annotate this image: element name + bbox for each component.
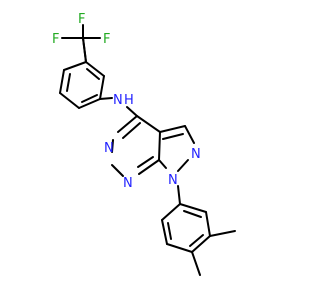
aryl-ring-top [59,61,105,109]
ring-bond [117,115,138,133]
ring-bond [158,159,167,169]
molecule-structure: F F F N H N N N N [52,12,236,276]
bond-aryl-nh [99,97,113,100]
bond-ring-cf3 [82,37,87,63]
ring-bond [158,131,161,161]
fluorine-label: F [78,12,85,27]
ring-bond [161,203,181,221]
ring-inner-bond [81,94,98,103]
ring-inner-bond [189,234,204,247]
ring-inner-bond [162,133,184,140]
ring-inner-bond [167,222,172,240]
methyl-bond [191,251,201,276]
ring-bond [111,139,114,153]
ring-bond [138,159,160,175]
ring-inner-bond [122,122,141,139]
ring-bond [159,125,186,133]
ring-bond [63,61,87,71]
ring-bond [205,211,211,237]
ring-bond [161,219,168,245]
fluorine-label: F [52,32,59,47]
ring-bond [59,92,80,109]
ring-bond [111,164,124,177]
ring-bond [78,98,101,109]
amine-hydrogen-label: H [124,93,134,108]
pyrazole-nitrogen-label: N [191,147,201,162]
aryl-ring-bottom [161,203,236,276]
ring-bond [179,203,207,213]
pyrimidine-nitrogen-label: N [123,176,133,191]
ring-inner-bond [66,73,71,92]
bond-n1-aryl [177,185,181,205]
methyl-bond [209,230,236,237]
ring-bond [191,235,211,253]
ring-inner-bond [86,68,100,80]
ring-inner-bond [137,156,154,168]
trifluoromethyl-group [61,24,101,63]
ring-bond [59,69,65,94]
bond-nh-core [126,106,138,117]
fluorine-label: F [103,32,110,47]
n1-nitrogen-label: N [168,173,178,188]
pyrimidine-ring [111,115,161,177]
ring-inner-bond [183,210,202,218]
ring-bond [166,243,193,253]
molecule-canvas: F F F N H N N N N [52,12,236,276]
pyrimidine-nitrogen-label: N [104,141,114,156]
ring-bond [99,75,105,100]
ring-bond [85,61,105,77]
amine-nitrogen-label: N [113,93,123,108]
pyrazole-ring [158,125,195,172]
ring-bond [184,125,195,144]
ring-bond [136,115,161,133]
ring-bond [177,159,189,172]
